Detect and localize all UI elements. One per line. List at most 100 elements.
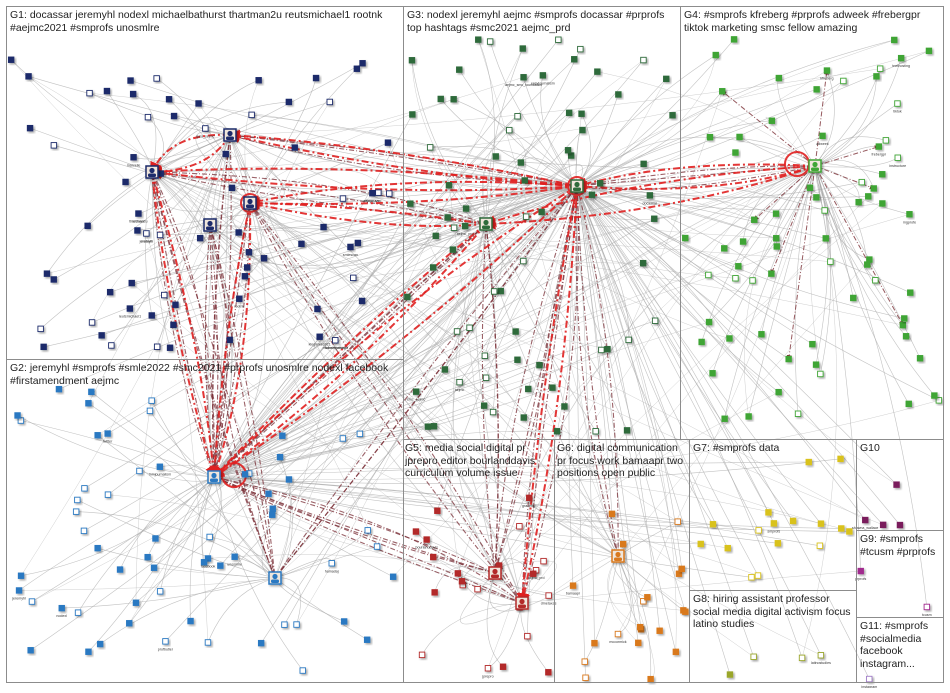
vertex	[217, 562, 224, 569]
vertex	[697, 540, 704, 548]
edge-line	[748, 165, 816, 417]
vertex	[316, 333, 323, 340]
edge-line	[107, 185, 578, 434]
edge-line	[100, 577, 276, 645]
edge-line	[359, 185, 578, 434]
edge-line	[518, 185, 578, 606]
vertex	[596, 180, 604, 187]
avatar-icon	[811, 167, 819, 171]
vertex	[822, 235, 829, 242]
vertex	[846, 528, 853, 535]
edge-line	[486, 572, 504, 668]
vertex	[894, 154, 901, 161]
avatar-icon	[271, 579, 279, 583]
vertex	[773, 243, 780, 250]
vertex	[96, 640, 104, 648]
edge-line	[213, 476, 701, 545]
edge-line	[151, 171, 216, 479]
vertex	[770, 520, 778, 527]
edge-line	[617, 165, 816, 635]
edge-line	[133, 134, 231, 160]
edge-line	[576, 185, 869, 199]
vertex	[243, 264, 251, 271]
vertex	[245, 249, 253, 256]
vertex	[150, 564, 158, 571]
avatar-icon	[227, 130, 233, 137]
vertex-label: tcusm	[922, 613, 932, 617]
edge-line	[247, 197, 487, 225]
edge-line	[76, 511, 276, 579]
avatar-icon	[491, 574, 499, 578]
vertex	[578, 110, 585, 117]
vertex	[204, 555, 212, 562]
vertex	[721, 245, 728, 252]
vertex	[827, 258, 834, 265]
edge-line	[91, 224, 211, 323]
vertex	[204, 639, 212, 646]
edge-line	[151, 171, 277, 580]
edge-line	[151, 171, 171, 348]
vertex	[74, 609, 82, 616]
vertex	[426, 144, 434, 151]
edge-line	[521, 560, 557, 604]
vertex	[165, 96, 173, 103]
edge-line	[576, 185, 613, 514]
vertex	[907, 289, 914, 296]
vertex	[148, 397, 155, 404]
vertex	[540, 557, 547, 565]
vertex	[619, 540, 627, 548]
edge-line	[814, 165, 904, 326]
vertex	[669, 112, 676, 119]
vertex	[879, 521, 887, 529]
edge-line	[107, 185, 578, 495]
vertex	[571, 56, 578, 63]
vertex	[581, 658, 588, 665]
edge-line	[213, 349, 602, 478]
vertex	[514, 356, 521, 363]
vertex	[902, 333, 910, 340]
vertex	[328, 560, 335, 567]
vertex	[772, 210, 780, 217]
edge-line	[274, 530, 368, 579]
vertex	[285, 476, 293, 483]
edge-line	[576, 185, 586, 678]
vertex	[354, 239, 362, 247]
edge-line	[249, 192, 379, 204]
vertex	[647, 675, 654, 683]
vertex	[490, 288, 498, 295]
vertex	[712, 51, 719, 59]
vertex	[499, 663, 507, 670]
vertex	[412, 388, 420, 395]
vertex	[775, 388, 782, 396]
edge-line	[576, 185, 595, 644]
edge-line	[485, 223, 736, 279]
vertex	[84, 222, 91, 230]
vertex	[454, 570, 462, 577]
vertex	[40, 343, 47, 351]
edge-line	[213, 214, 910, 478]
edge-line	[576, 185, 940, 401]
vertex	[862, 516, 869, 524]
vertex	[128, 279, 135, 287]
vertex	[520, 74, 527, 81]
edge-line	[77, 476, 215, 613]
edge-line	[724, 165, 816, 249]
vertex	[682, 608, 689, 615]
edge-line	[458, 69, 578, 187]
avatar-icon	[226, 136, 234, 140]
vertex	[106, 288, 114, 296]
edge-line	[129, 202, 251, 309]
vertex	[640, 160, 647, 168]
vertex	[88, 319, 96, 326]
edge-line	[576, 181, 825, 211]
edge-line	[487, 185, 579, 669]
vertex	[651, 317, 659, 324]
edge-line	[483, 165, 816, 230]
edge-line	[576, 185, 866, 521]
group-label-g9: G9: #smprofs #tcusm #prprofs	[860, 533, 936, 558]
edge-line	[213, 114, 413, 478]
vertex	[430, 423, 438, 430]
vertex	[74, 496, 81, 504]
edge-line	[53, 134, 231, 280]
vertex	[768, 117, 776, 124]
